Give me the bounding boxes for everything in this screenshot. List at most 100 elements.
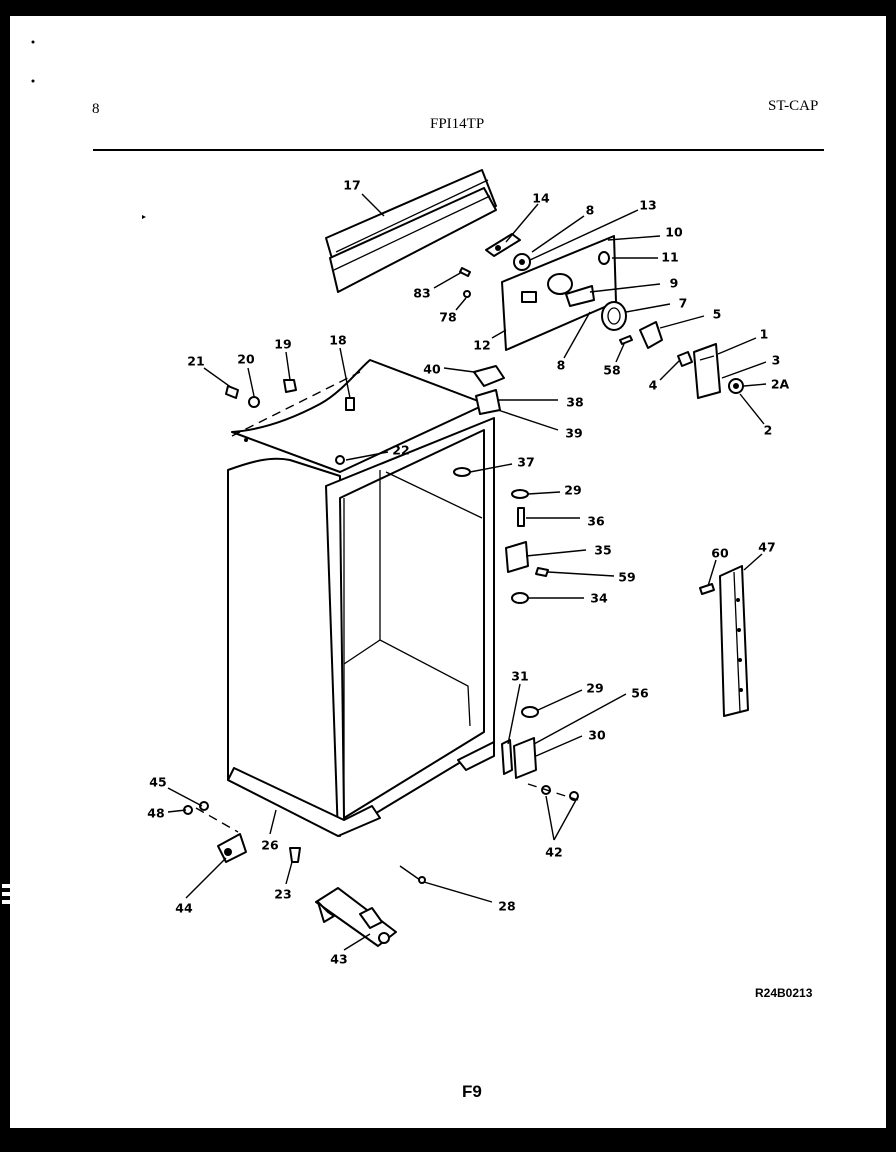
part-36-pin [517,507,525,527]
part-1-housing [677,343,721,399]
drawing-code: R24B0213 [755,986,813,1000]
callout-label: 28 [498,899,515,914]
part-83-screw [459,267,471,277]
callout-29: 29 [537,681,604,711]
part-29-bushing-lower [521,706,539,718]
leader-line [285,861,293,885]
callout-label: 7 [679,296,688,311]
leader-line [497,409,559,431]
callout-19: 19 [274,337,292,381]
leader-line [535,735,583,757]
scan-edge-marks [0,880,10,920]
leader-line [615,343,625,363]
leader-line [167,787,203,807]
part-22-plug [335,455,345,465]
callout-31: 31 [507,669,529,745]
leader-line [589,283,661,293]
callout-3: 3 [721,353,781,379]
callout-label: 60 [711,546,729,561]
part-37-plug [453,467,471,477]
callout-17: 17 [343,178,385,217]
callout-label: 5 [713,307,722,322]
leader-line [527,491,561,495]
leader-line [247,367,255,397]
callout-8: 8 [531,203,595,253]
leader-line [203,367,233,389]
callout-59: 59 [547,570,636,585]
callout-label: 29 [586,681,603,696]
part-23-leveler [289,847,301,863]
callout-label: 14 [532,191,550,206]
speck [142,215,146,219]
part-20-washer [248,396,260,408]
callout-9: 9 [589,276,679,293]
callout-label: 40 [423,362,441,377]
callout-2a: 2A [743,377,790,392]
leader-line [185,857,227,899]
callout-label: 10 [665,225,683,240]
callout-label: 13 [639,198,656,213]
leader-line [529,209,639,261]
callout-label: 23 [274,887,291,902]
exploded-view-diagram: 17148131011975132A2458812837821201918403… [31,40,790,967]
model-number: FPI14TP [430,116,485,132]
callout-40: 40 [423,362,475,377]
callout-label: 20 [237,352,255,367]
callout-45: 45 [149,775,203,807]
part-35-bracket [505,541,529,573]
leader-line [721,361,767,379]
leader-line [443,367,475,373]
callout-42: 42 [545,795,577,860]
callout-label: 8 [586,203,595,218]
leader-line [545,795,577,841]
leader-line [717,337,757,355]
callout-56: 56 [533,686,649,745]
callout-label: 78 [439,310,456,325]
callout-1: 1 [717,327,768,355]
callout-13: 13 [529,198,657,261]
leader-line [361,193,385,217]
speck [31,79,35,83]
callout-label: 17 [343,178,360,193]
callout-label: 9 [670,276,679,291]
callout-36: 36 [526,514,605,529]
callout-28: 28 [423,881,516,914]
diagram-sheet: 8 FPI14TP ST-CAP [10,16,886,1128]
callout-label: 30 [588,728,606,743]
callout-18: 18 [329,333,351,399]
part-31-shim [501,739,513,775]
part-40-cap [473,365,505,387]
callout-7: 7 [625,296,688,313]
callout-58: 58 [603,343,625,378]
leader-line [507,683,521,745]
callout-47: 47 [743,540,776,571]
part-7-thermostat [601,301,627,331]
callout-label: 31 [511,669,528,684]
leader-line [739,393,765,425]
part-14-bracket [485,233,521,257]
callout-label: 2 [764,423,773,438]
callout-label: 45 [149,775,166,790]
callout-label: 3 [772,353,781,368]
leader-line [537,689,583,711]
leader-line [659,359,681,381]
callout-label: 34 [590,591,608,606]
callout-39: 39 [497,409,583,441]
part-44-hinge [217,833,247,863]
figure-label: F9 [462,1082,482,1101]
callout-label: 58 [603,363,620,378]
part-17-top-trim [325,169,497,293]
callout-22: 22 [345,443,410,461]
part-29-bushing [511,489,529,499]
callout-label: 19 [274,337,291,352]
section-code: ST-CAP [768,98,819,114]
leader-line [743,553,763,571]
callout-label: 36 [587,514,605,529]
leader-line [269,809,277,835]
callout-12: 12 [473,329,507,353]
callout-34: 34 [528,591,608,606]
part-19-clip [283,379,297,393]
part-60-screw [699,583,715,595]
callout-label: 12 [473,338,490,353]
part-38-hinge [475,389,501,415]
